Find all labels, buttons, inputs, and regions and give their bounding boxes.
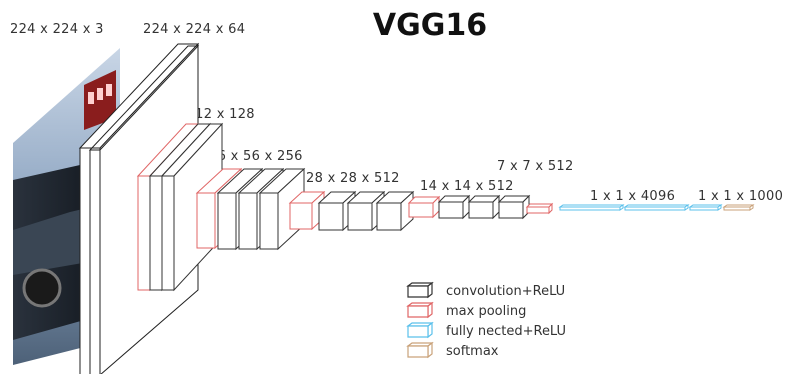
pool4-block bbox=[409, 197, 439, 217]
fc3-block bbox=[690, 205, 721, 210]
legend-swatch bbox=[408, 346, 428, 357]
legend-swatch bbox=[408, 326, 428, 337]
conv5-block-a bbox=[439, 196, 469, 218]
legend-swatch bbox=[408, 306, 428, 317]
legend-label: softmax bbox=[446, 344, 499, 359]
fc1-block bbox=[560, 205, 623, 210]
legend-item: fully nected+ReLU bbox=[408, 323, 566, 339]
legend-item: max pooling bbox=[408, 303, 526, 319]
conv4-block-c bbox=[377, 192, 413, 230]
legend-label: convolution+ReLU bbox=[446, 284, 565, 299]
layer-blocks bbox=[138, 124, 753, 290]
conv5-block-b bbox=[469, 196, 499, 218]
legend-swatch bbox=[408, 286, 428, 297]
legend-label: max pooling bbox=[446, 304, 526, 319]
legend-item: convolution+ReLU bbox=[408, 283, 565, 299]
conv5-block-c bbox=[499, 196, 529, 218]
legend-label: fully nected+ReLU bbox=[446, 324, 566, 339]
fc2-block bbox=[625, 205, 688, 210]
legend-item: softmax bbox=[408, 343, 499, 359]
softmax-block bbox=[724, 205, 753, 210]
pool5-block bbox=[527, 204, 552, 213]
legend: convolution+ReLU max pooling fully nected+… bbox=[408, 283, 566, 359]
